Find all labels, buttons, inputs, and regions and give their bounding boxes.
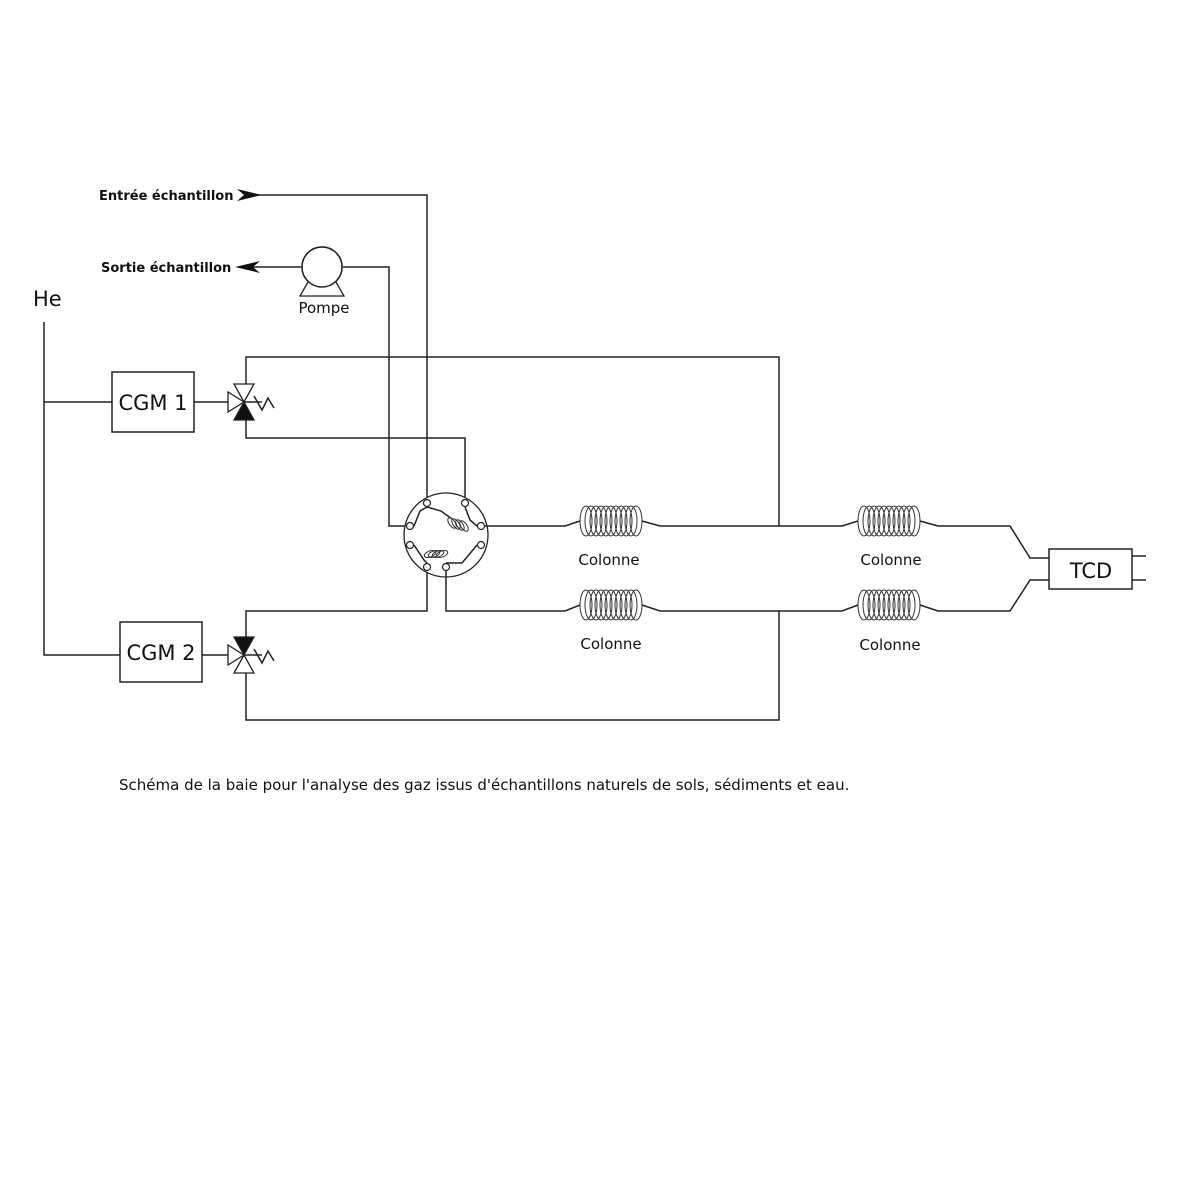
valve1-bypass-line xyxy=(245,356,780,526)
bottom-path-line-3 xyxy=(919,579,1049,612)
sample-outlet-label: Sortie échantillon xyxy=(101,261,231,276)
sample-outlet-line xyxy=(343,266,410,527)
cgm2-controller: CGM 2 xyxy=(119,621,203,683)
cgm1-label: CGM 1 xyxy=(118,391,187,415)
sample-inlet-label: Entrée échantillon xyxy=(99,189,234,204)
injection-valve-icon xyxy=(403,492,489,578)
tcd-label: TCD xyxy=(1069,559,1112,583)
top-path-line-2 xyxy=(641,520,859,527)
three-way-valve-2-icon xyxy=(227,636,275,674)
top-path-line-1 xyxy=(485,520,581,527)
bottom-path-line-2 xyxy=(641,604,859,612)
pump-icon xyxy=(298,246,346,297)
pump-label: Pompe xyxy=(298,299,349,317)
column-top-right-icon xyxy=(857,505,921,537)
column-bottom-right-icon xyxy=(857,589,921,621)
valve2-to-injector-line xyxy=(245,567,428,637)
bottom-path-line-1 xyxy=(445,571,581,612)
column-bottom-right-label: Colonne xyxy=(859,636,920,654)
sample-inlet-arrow-icon xyxy=(237,189,262,201)
column-bottom-left-label: Colonne xyxy=(580,635,641,653)
column-top-left-label: Colonne xyxy=(578,551,639,569)
cgm2-label: CGM 2 xyxy=(126,641,195,665)
column-top-right-label: Colonne xyxy=(860,551,921,569)
valve2-bypass-line xyxy=(245,611,780,721)
sample-inlet-line xyxy=(256,194,428,503)
sample-outlet-arrow-icon xyxy=(235,261,260,273)
tcd-detector: TCD xyxy=(1048,548,1146,590)
three-way-valve-1-icon xyxy=(227,383,275,421)
helium-supply-line xyxy=(43,322,120,656)
column-bottom-left-icon xyxy=(579,589,643,621)
he-label: He xyxy=(33,287,62,311)
column-top-left-icon xyxy=(579,505,643,537)
valve1-to-injector-line xyxy=(245,420,466,503)
cgm1-controller: CGM 1 xyxy=(111,371,195,433)
top-path-line-3 xyxy=(919,520,1049,559)
figure-caption: Schéma de la baie pour l'analyse des gaz… xyxy=(119,776,849,794)
